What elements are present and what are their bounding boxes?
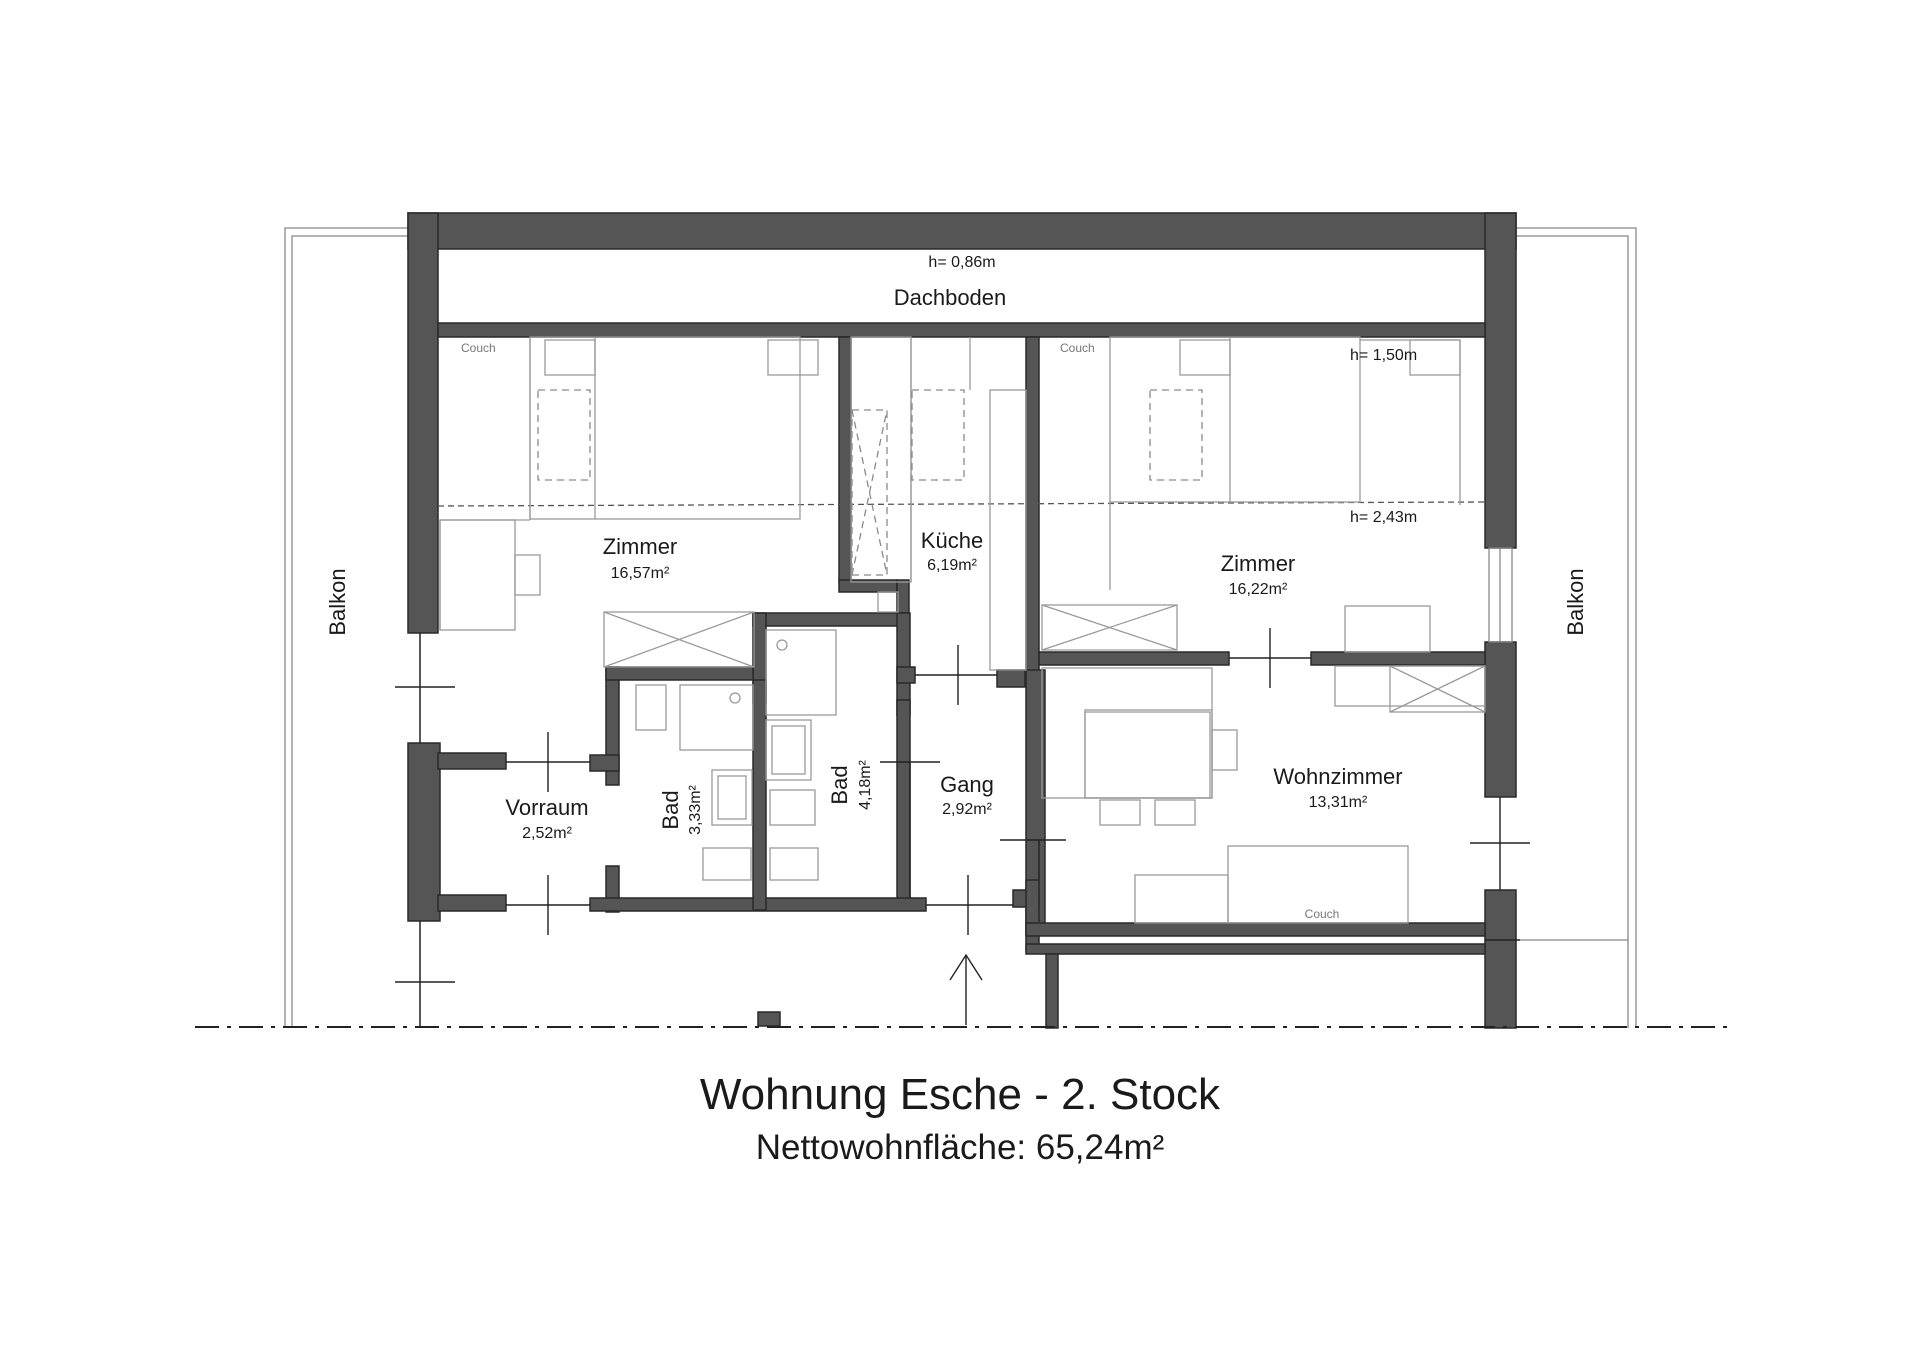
plan-title: Wohnung Esche - 2. Stock xyxy=(699,1070,1221,1119)
room-label-bad2: Bad xyxy=(827,765,852,804)
walls xyxy=(407,212,1517,1029)
balcony-right-outline xyxy=(1510,227,1637,1028)
couch-label-living: Couch xyxy=(1305,907,1340,921)
room-area-wohnzimmer: 13,31m² xyxy=(1309,794,1368,811)
room-area-bad2: 4,18m² xyxy=(857,759,874,809)
height-label-upper: h= 1,50m xyxy=(1350,347,1417,364)
furniture-zimmer-right xyxy=(1041,336,1461,653)
room-label-kueche: Küche xyxy=(921,528,983,553)
furniture-zimmer-left xyxy=(439,336,819,668)
room-label-balkon-right: Balkon xyxy=(1563,568,1588,635)
window-right xyxy=(1488,547,1513,643)
room-label-wohnzimmer: Wohnzimmer xyxy=(1273,764,1402,789)
height-label-dachboden: h= 0,86m xyxy=(928,254,995,271)
room-label-dachboden: Dachboden xyxy=(894,285,1007,310)
room-area-zimmer-left: 16,57m² xyxy=(611,565,670,582)
doors xyxy=(395,628,1530,1028)
room-label-zimmer-left: Zimmer xyxy=(603,534,678,559)
couch-label-right: Couch xyxy=(1060,341,1095,355)
height-line xyxy=(437,501,1486,507)
room-area-vorraum: 2,52m² xyxy=(522,825,572,842)
balcony-left-outline xyxy=(284,227,421,1028)
room-label-balkon-left: Balkon xyxy=(325,568,350,635)
room-area-kueche: 6,19m² xyxy=(927,557,977,574)
entrance-arrow xyxy=(949,953,983,1025)
furniture-bathrooms xyxy=(635,629,837,881)
furniture-wohnzimmer xyxy=(1041,665,1486,924)
room-label-vorraum: Vorraum xyxy=(505,795,588,820)
plan-subtitle: Nettowohnfläche: 65,24m² xyxy=(755,1128,1165,1167)
room-area-zimmer-right: 16,22m² xyxy=(1229,581,1288,598)
room-area-bad1: 3,33m² xyxy=(687,784,704,834)
room-label-bad1: Bad xyxy=(658,790,683,829)
furniture-kueche xyxy=(850,336,1027,671)
room-area-gang: 2,92m² xyxy=(942,801,992,818)
room-label-zimmer-right: Zimmer xyxy=(1221,551,1296,576)
height-label-lower: h= 2,43m xyxy=(1350,509,1417,526)
couch-label-left: Couch xyxy=(461,341,496,355)
room-label-gang: Gang xyxy=(940,772,994,797)
